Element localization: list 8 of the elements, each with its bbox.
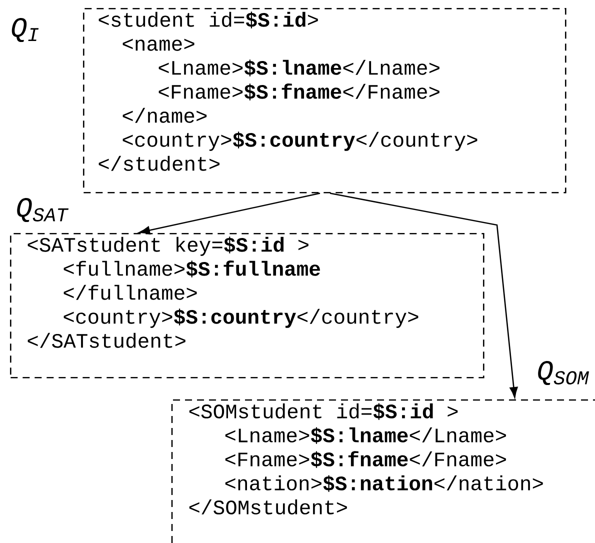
code-box: <SOMstudent id=$S:id > <Lname>$S:lname</Lname> <Fname>$S:fname</Fname> <nation>$S:nation</nation> </SOMstudent> xyxy=(171,399,595,543)
arrow xyxy=(330,192,518,398)
query-label: Q$_{SAT}$ xyxy=(17,198,69,222)
arrow xyxy=(139,192,320,234)
query-label: Q$_{I}$ xyxy=(12,18,39,42)
code-box: <student id=$S:id> <name> <Lname>$S:lname</Lname> <Fname>$S:fname</Fname> </name> <country>$S:country</country> </student> xyxy=(83,8,566,194)
query-label: Q$_{SOM}$ xyxy=(538,361,590,385)
code-box: <SATstudent key=$S:id > <fullname>$S:fullname </fullname> <country>$S:country</country> </SATstudent> xyxy=(10,233,484,378)
